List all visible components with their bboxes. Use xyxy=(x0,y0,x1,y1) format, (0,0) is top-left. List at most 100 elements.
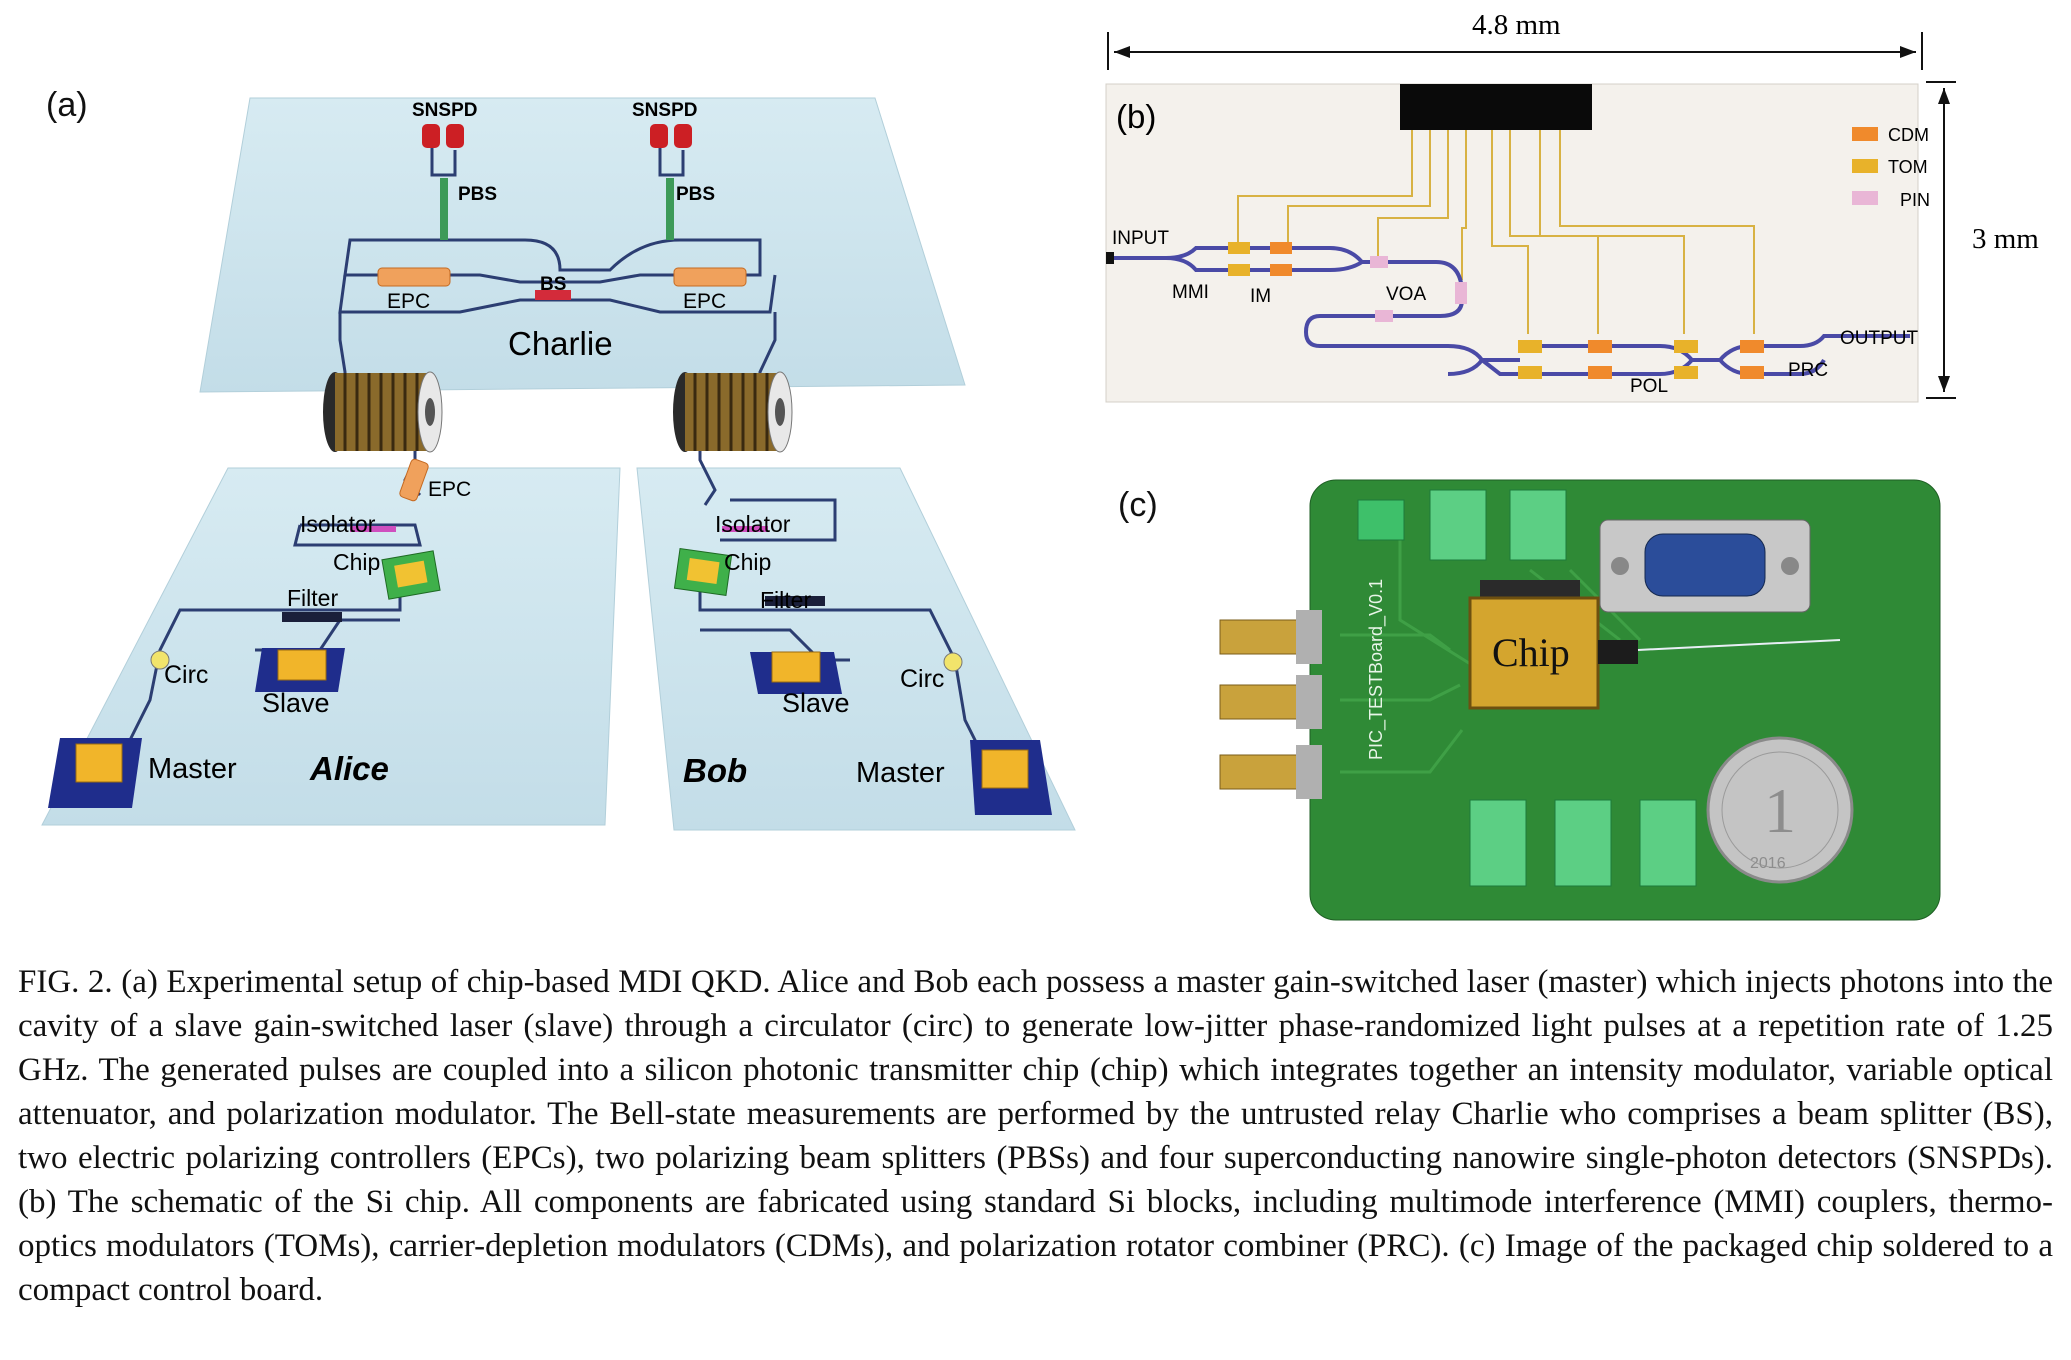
bob-name: Bob xyxy=(683,752,747,789)
bob-master-label: Master xyxy=(856,757,945,789)
cdm-pol-2 xyxy=(1588,366,1612,379)
alice-epc-label: EPC xyxy=(428,478,471,501)
pbs-right-label: PBS xyxy=(676,184,715,205)
snspd-right-label: SNSPD xyxy=(632,100,697,121)
bob-circ xyxy=(943,652,963,672)
mmi-label: MMI xyxy=(1172,282,1209,303)
epc-left xyxy=(377,267,451,287)
setup-illustration: SNSPD SNSPD PBS PBS EPC EPC BS Charlie xyxy=(41,97,1076,831)
cdm-pol-1 xyxy=(1588,340,1612,353)
tom-prc-1 xyxy=(1674,340,1698,353)
tom-pol-2 xyxy=(1518,366,1542,379)
chip-schematic: 4.8 mm 3 mm (b) xyxy=(1105,9,2039,403)
cdm-im-2 xyxy=(1270,264,1292,276)
sma-connector-3 xyxy=(1219,745,1322,799)
header-top-1 xyxy=(1357,499,1405,541)
panel-a-tag: (a) xyxy=(46,86,88,124)
pbs-left-label: PBS xyxy=(458,184,497,205)
alice-chip xyxy=(381,550,441,600)
bs-label: BS xyxy=(540,274,566,295)
coin-year: 2016 xyxy=(1750,855,1786,872)
figure-caption: FIG. 2. (a) Experimental setup of chip-b… xyxy=(18,964,2053,1308)
output-label: OUTPUT xyxy=(1840,328,1919,349)
alice-slave xyxy=(255,648,345,692)
cdm-im-1 xyxy=(1270,242,1292,254)
header-top-3 xyxy=(1509,489,1567,561)
board-label: PIC_TESTBoard_V0.1 xyxy=(1366,579,1387,760)
bob-plate xyxy=(636,467,1076,831)
panel-b: 4.8 mm 3 mm (b) xyxy=(1100,0,2060,420)
pin-voa-3 xyxy=(1375,310,1393,322)
epc-right-label: EPC xyxy=(683,290,726,313)
alice-circ-label: Circ xyxy=(164,661,208,689)
alice-name: Alice xyxy=(309,750,389,787)
tom-im-2 xyxy=(1228,264,1250,276)
alice-master xyxy=(48,738,142,808)
legend-label-cdm: CDM xyxy=(1888,125,1929,145)
legend-label-pin: PIN xyxy=(1900,190,1930,210)
chip-die xyxy=(1105,83,1919,403)
sma-connector-2 xyxy=(1219,675,1322,729)
input-label: INPUT xyxy=(1112,228,1169,249)
electrical-pad-block xyxy=(1400,84,1592,130)
legend: CDM TOM PIN xyxy=(1852,125,1930,210)
charlie-label: Charlie xyxy=(508,325,613,362)
bob-chip xyxy=(673,548,733,596)
alice-chip-label: Chip xyxy=(333,549,380,575)
epc-right xyxy=(673,267,747,287)
fiber-spool-right xyxy=(673,371,793,453)
legend-swatch-tom xyxy=(1852,159,1878,173)
header-top-2 xyxy=(1429,489,1487,561)
bob-slave xyxy=(750,651,842,694)
panel-c-tag: (c) xyxy=(1118,486,1158,524)
alice-isolator-label: Isolator xyxy=(300,511,376,537)
voa-label: VOA xyxy=(1386,284,1426,305)
beam-splitter xyxy=(535,290,571,300)
header-bottom-2 xyxy=(1554,799,1612,887)
snspd-left-label: SNSPD xyxy=(412,100,477,121)
tom-im-1 xyxy=(1228,242,1250,254)
header-bottom-1 xyxy=(1469,799,1527,887)
pin-voa-1 xyxy=(1370,256,1388,268)
bob-slave-label: Slave xyxy=(782,688,850,718)
fiber-spool-left xyxy=(323,371,443,453)
bob-master xyxy=(970,740,1052,815)
panel-b-tag: (b) xyxy=(1116,98,1156,135)
alice-circ xyxy=(150,650,170,670)
prc-label: PRC xyxy=(1788,360,1828,381)
alice-master-label: Master xyxy=(148,753,237,785)
pol-label: POL xyxy=(1630,376,1668,397)
alice-slave-label: Slave xyxy=(262,688,330,718)
coin-value: 1 xyxy=(1764,775,1796,846)
legend-swatch-pin xyxy=(1852,191,1878,205)
legend-label-tom: TOM xyxy=(1888,157,1928,177)
alice-filter xyxy=(282,612,342,622)
db9-connector xyxy=(1599,519,1811,613)
alice-plate xyxy=(41,467,621,826)
bob-filter xyxy=(765,596,825,606)
height-dimension-label: 3 mm xyxy=(1972,223,2039,255)
im-label: IM xyxy=(1250,286,1271,307)
sma-connector-1 xyxy=(1219,610,1322,664)
pin-voa-2 xyxy=(1455,282,1467,304)
bob-circ-label: Circ xyxy=(900,665,944,693)
alice-filter-label: Filter xyxy=(287,585,338,611)
tom-prc-2 xyxy=(1674,366,1698,379)
bob-chip-label: Chip xyxy=(724,549,771,575)
chip-label: Chip xyxy=(1492,630,1570,675)
bob-isolator-label: Isolator xyxy=(715,511,791,537)
legend-swatch-cdm xyxy=(1852,127,1878,141)
epc-left-label: EPC xyxy=(387,290,430,313)
packaged-chip: Chip xyxy=(1468,580,1638,710)
alice-epc xyxy=(399,458,429,502)
tom-pol-1 xyxy=(1518,340,1542,353)
width-dimension-label: 4.8 mm xyxy=(1472,9,1561,41)
cdm-prc-1 xyxy=(1740,340,1764,353)
panel-c: (c) PIC_TESTBoard_V0.1 Chip xyxy=(1100,470,2060,930)
coin: 1 2016 xyxy=(1706,736,1854,884)
header-bottom-3 xyxy=(1639,799,1697,887)
bob-filter-label: Filter xyxy=(760,587,811,613)
control-board-photo: PIC_TESTBoard_V0.1 Chip 1 2016 xyxy=(1219,479,1941,921)
panel-a: (a) xyxy=(0,0,1090,900)
cdm-prc-2 xyxy=(1740,366,1764,379)
